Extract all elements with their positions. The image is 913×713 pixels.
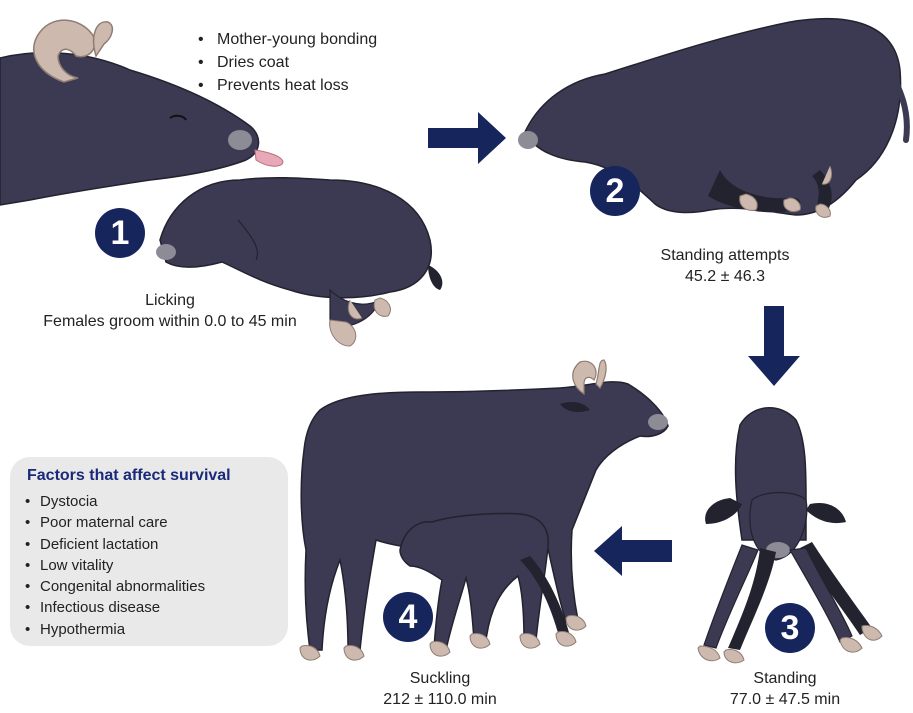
licking-benefit-item: Dries coat	[195, 51, 377, 74]
survival-factor-item: Poor maternal care	[24, 512, 205, 533]
step-2-badge: 2	[590, 166, 640, 216]
step-1-detail: Females groom within 0.0 to 45 min	[0, 311, 340, 332]
arrow-down	[748, 306, 800, 386]
survival-factor-item: Infectious disease	[24, 597, 205, 618]
licking-benefit-item: Mother-young bonding	[195, 28, 377, 51]
step-3-value: 77.0 ± 47.5 min	[690, 689, 880, 710]
step-1-title: Licking	[0, 290, 340, 311]
step-2-value: 45.2 ± 46.3	[620, 266, 830, 287]
step-1-badge: 1	[95, 208, 145, 258]
calf-standing-attempt-illustration	[518, 19, 907, 218]
step-3-badge: 3	[765, 603, 815, 653]
survival-factor-item: Congenital abnormalities	[24, 576, 205, 597]
survival-factor-item: Dystocia	[24, 491, 205, 512]
step-2-title: Standing attempts	[620, 245, 830, 266]
survival-factor-item: Low vitality	[24, 555, 205, 576]
arrow-left	[594, 526, 672, 576]
survival-factors-list: Dystocia Poor maternal care Deficient la…	[24, 491, 205, 640]
step-4-title: Suckling	[340, 668, 540, 689]
survival-factor-item: Deficient lactation	[24, 534, 205, 555]
survival-factors-panel: Factors that affect survival Dystocia Po…	[10, 457, 288, 646]
arrow-right	[428, 112, 506, 164]
step-4-value: 212 ± 110.0 min	[340, 689, 540, 710]
survival-factors-title: Factors that affect survival	[27, 467, 231, 485]
licking-benefit-item: Prevents heat loss	[195, 74, 377, 97]
step-3-title: Standing	[690, 668, 880, 689]
licking-benefits-list: Mother-young bonding Dries coat Prevents…	[195, 28, 377, 97]
step-4-badge: 4	[383, 592, 433, 642]
survival-factor-item: Hypothermia	[24, 619, 205, 640]
